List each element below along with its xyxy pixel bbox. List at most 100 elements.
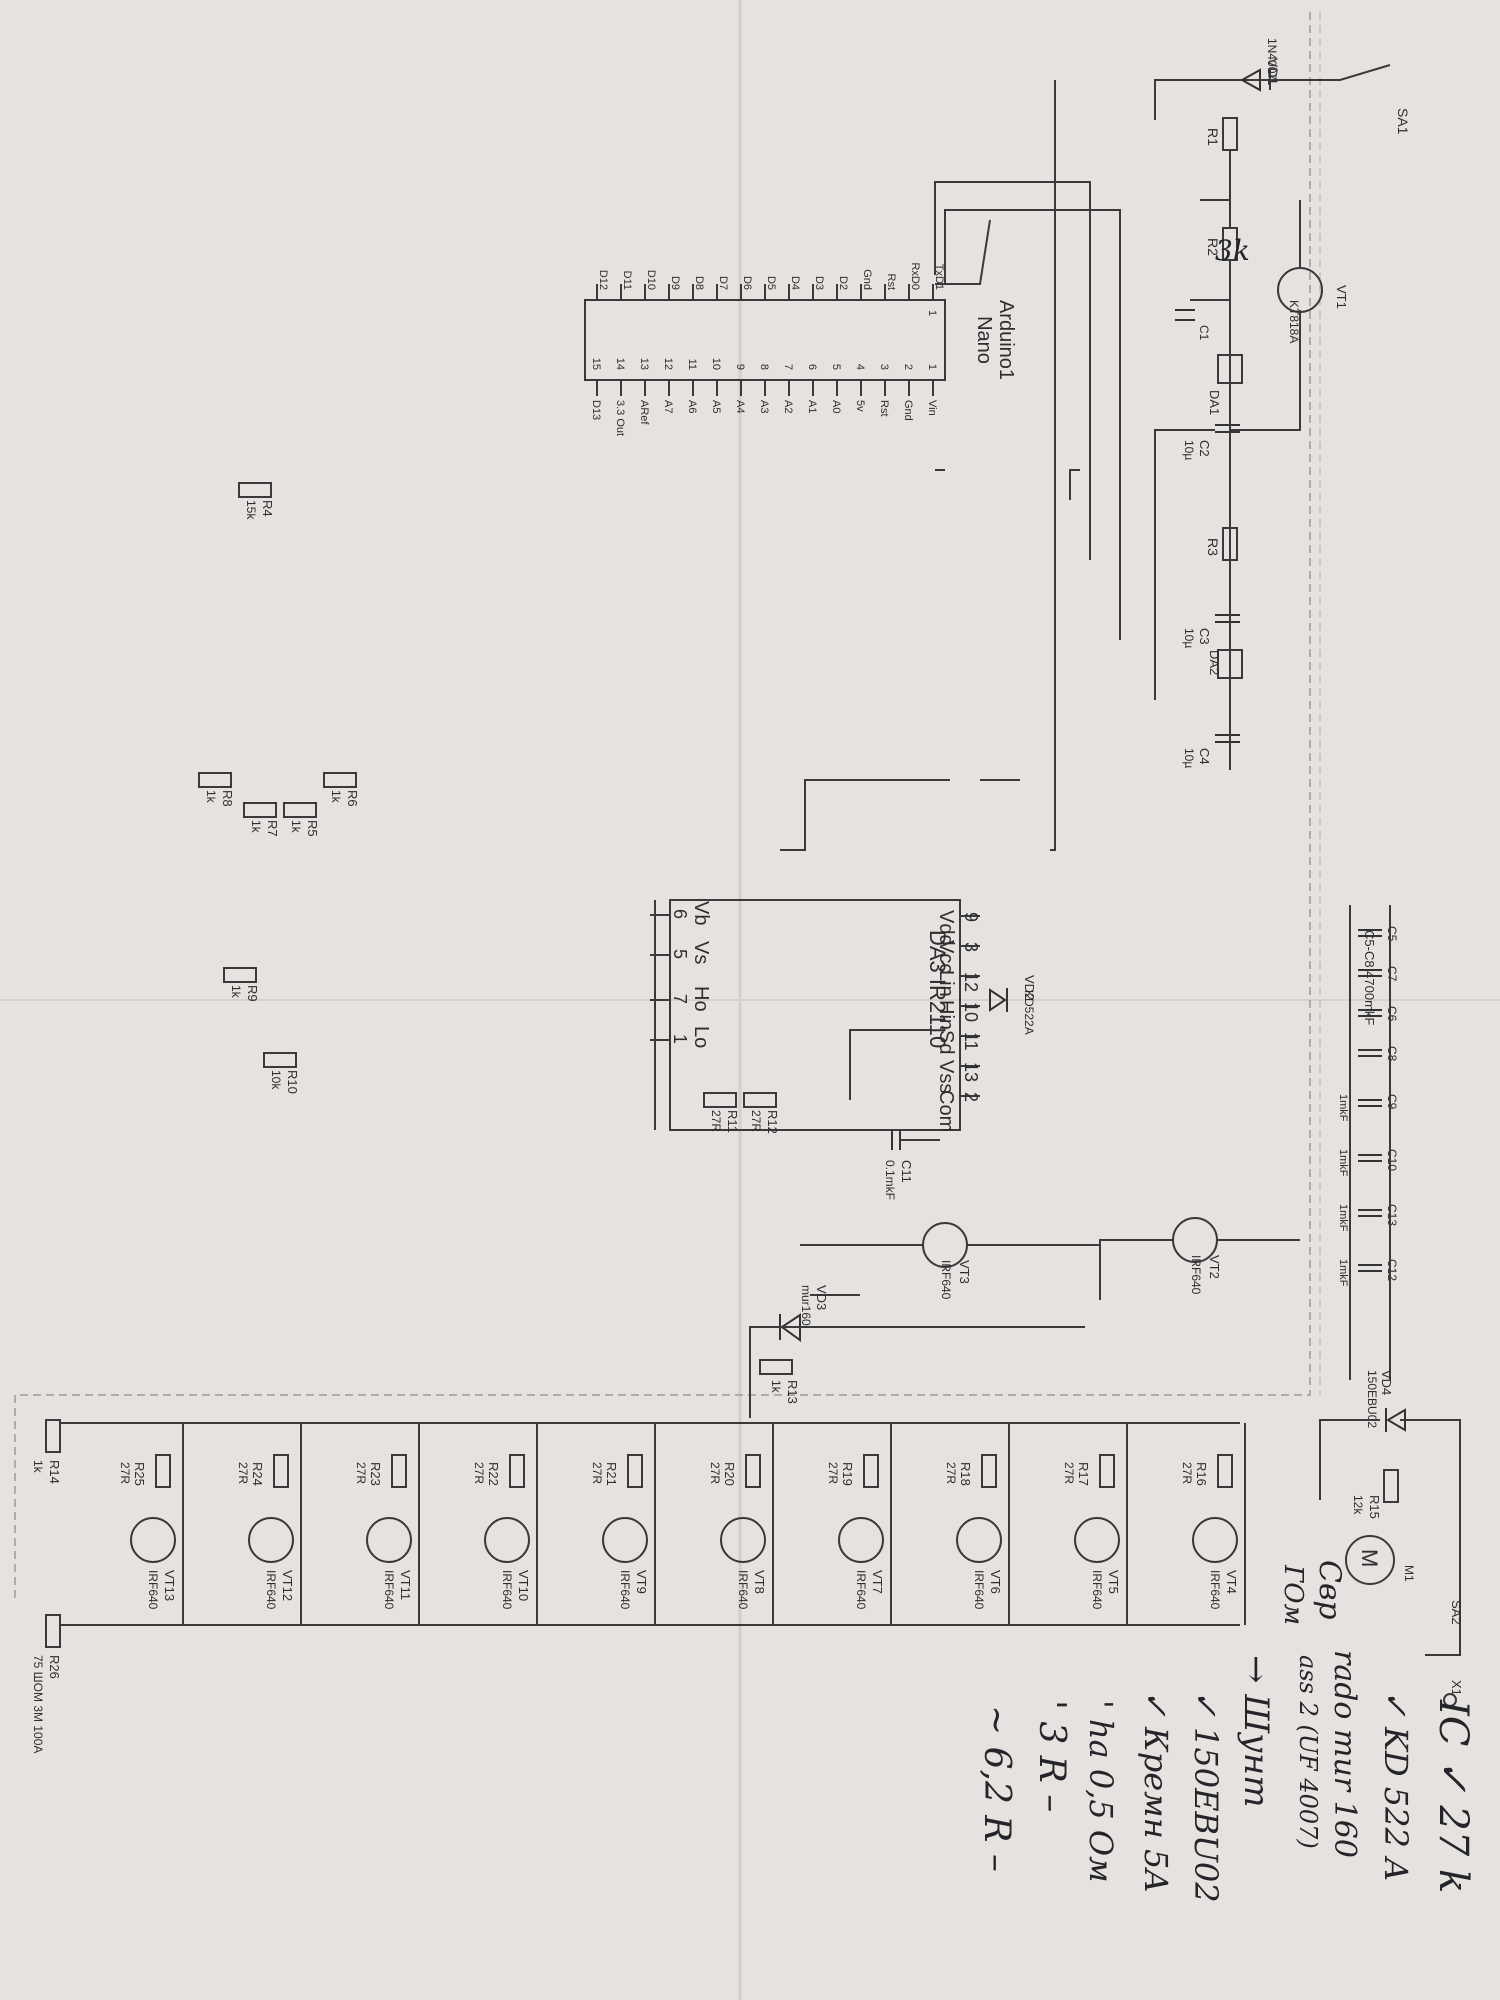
diode-vd2: VD2 KD522A bbox=[989, 975, 1037, 1035]
gate-resistor bbox=[155, 1454, 171, 1488]
cap-label: C8 bbox=[1385, 1046, 1399, 1062]
mosfet-label: VT10 bbox=[516, 1570, 531, 1601]
arduino-right-pin-label: A7 bbox=[662, 400, 674, 413]
resistor-label: R7 bbox=[265, 820, 280, 837]
resistor-value: 27R bbox=[709, 1110, 723, 1132]
ir2110-title: DA3 IR2110 bbox=[925, 930, 950, 1048]
c3-value: 10µ bbox=[1182, 628, 1196, 648]
arduino-right-pin-label: 3.3 Out bbox=[614, 400, 626, 436]
cap-label: C6 bbox=[1385, 1006, 1399, 1022]
mosfet-vt3: VT3 IRF640 bbox=[922, 1222, 972, 1300]
gate-resistor-value: 27R bbox=[826, 1462, 840, 1484]
note-svr: Свр bbox=[1312, 1560, 1347, 1620]
gate-resistor-value: 27R bbox=[118, 1462, 132, 1484]
resistor-value: 27R bbox=[749, 1110, 763, 1132]
arduino-right-pin-label: 5v bbox=[854, 400, 866, 412]
r2-label: R2 bbox=[1205, 238, 1221, 256]
gate-resistor-label: R20 bbox=[722, 1462, 737, 1486]
c4-value: 10µ bbox=[1182, 748, 1196, 768]
motor-symbol: M bbox=[1357, 1549, 1382, 1567]
arduino-right-pins: Vin1Gnd2Rst35v4A05A16A27A38A49A510A611A7… bbox=[590, 358, 938, 436]
note-150ebu02: ✓ 150EBU02 bbox=[1187, 1690, 1225, 1903]
arduino-left-pin-label: Gnd bbox=[861, 269, 873, 290]
gate-resistor bbox=[627, 1454, 643, 1488]
driver-right-pin-number: 5 bbox=[670, 949, 690, 959]
driver-left-pin-number: 9 bbox=[961, 912, 981, 922]
mosfet-label: VT11 bbox=[398, 1570, 413, 1600]
mosfet-label: VT6 bbox=[988, 1570, 1003, 1594]
cap-value: 1mkF bbox=[1337, 1204, 1349, 1232]
arduino-right-pin-label: Rst bbox=[878, 400, 890, 417]
note-gom: ГОм bbox=[1278, 1564, 1308, 1625]
mosfet-label: VT8 bbox=[752, 1570, 767, 1594]
mosfet bbox=[130, 1517, 176, 1563]
driver-left-pin-number: 12 bbox=[961, 972, 981, 992]
resistor-value: 15k bbox=[244, 500, 258, 520]
resistor-r15: R15 12k bbox=[1351, 1469, 1399, 1519]
r14-value: 1k bbox=[31, 1460, 45, 1474]
mosfet-type: IRF640 bbox=[972, 1570, 986, 1610]
resistor-label: R12 bbox=[765, 1110, 780, 1134]
driver-left-pin-label: Hin bbox=[935, 1000, 957, 1030]
m1-label: M1 bbox=[1402, 1565, 1416, 1582]
vt3-type: IRF640 bbox=[939, 1260, 953, 1300]
sa1-label: SA1 bbox=[1395, 108, 1411, 135]
resistor-r7 bbox=[243, 802, 277, 818]
da2-label: DA2 bbox=[1207, 650, 1222, 675]
arduino-right-pin-number: 8 bbox=[758, 364, 770, 370]
vd2-value: KD522A bbox=[1022, 990, 1036, 1035]
arduino-left-pin-label: D3 bbox=[813, 276, 825, 290]
arduino-right-pin-number: 13 bbox=[638, 358, 650, 370]
gate-resistor bbox=[391, 1454, 407, 1488]
r13-value: 1k bbox=[769, 1380, 783, 1394]
gate-resistor-value: 27R bbox=[1180, 1462, 1194, 1484]
arduino-left-pin-label: D7 bbox=[717, 276, 729, 290]
mosfet bbox=[1074, 1517, 1120, 1563]
arduino-right-pin-number: 12 bbox=[662, 358, 674, 370]
arduino-right-pin-number: 5 bbox=[830, 364, 842, 370]
arduino-right-pin-number: 2 bbox=[902, 364, 914, 370]
mosfet bbox=[484, 1517, 530, 1563]
vd1-value: 1N4007 bbox=[1265, 38, 1279, 80]
driver-right-pin-label: Vb bbox=[690, 901, 712, 925]
vt2-type: IRF640 bbox=[1189, 1255, 1203, 1295]
resistor-r14: R14 1k bbox=[31, 1419, 62, 1484]
arduino-right-pin-number: 7 bbox=[782, 364, 794, 370]
r26-label: R26 bbox=[47, 1655, 62, 1679]
c11-value: 0.1mkF bbox=[883, 1160, 897, 1200]
arduino-right-pin-number: 11 bbox=[686, 359, 698, 370]
capacitor-c4: C4 10µ bbox=[1182, 734, 1240, 768]
vt3-label: VT3 bbox=[957, 1260, 972, 1284]
c3-label: C3 bbox=[1197, 628, 1212, 645]
arduino-right-pin-number: 4 bbox=[854, 364, 866, 370]
driver-left-pin-label: Vss bbox=[935, 1060, 957, 1093]
driver-left-pin-number: 13 bbox=[961, 1062, 981, 1082]
mosfet-label: VT5 bbox=[1106, 1570, 1121, 1594]
arduino-right-pin-label: A1 bbox=[806, 400, 818, 413]
mosfet bbox=[838, 1517, 884, 1563]
arduino-right-pin-number: 6 bbox=[806, 364, 818, 370]
resistor-value: 1k bbox=[329, 790, 343, 804]
arduino-left-pin-number: 1 bbox=[926, 310, 938, 316]
gate-resistor-value: 27R bbox=[354, 1462, 368, 1484]
arduino-right-pin-number: 9 bbox=[734, 364, 746, 370]
note-shunt: → Шунт bbox=[1236, 1655, 1276, 1807]
driver-right-pin-label: Vs bbox=[690, 941, 712, 964]
vd3-value: mur160 bbox=[799, 1285, 813, 1326]
arduino-left-pin-label: D9 bbox=[669, 276, 681, 290]
resistor-value: 1k bbox=[204, 790, 218, 804]
vt1-value: KT818A bbox=[1287, 300, 1301, 343]
resistor-value: 10k bbox=[269, 1070, 283, 1090]
mosfet-label: VT7 bbox=[870, 1570, 885, 1594]
c4-label: C4 bbox=[1197, 748, 1212, 765]
cap-label: C5 bbox=[1385, 926, 1399, 942]
note-kd522a: ✓ KD 522 A bbox=[1377, 1690, 1415, 1881]
capacitor-c1: C1 bbox=[1175, 309, 1211, 341]
handwritten-notes: 3k IC ✓ 27 k ✓ KD 522 A rado mur 160 ass… bbox=[976, 234, 1476, 1903]
resistor-value: 1k bbox=[289, 820, 303, 834]
r14-label: R14 bbox=[47, 1460, 62, 1484]
